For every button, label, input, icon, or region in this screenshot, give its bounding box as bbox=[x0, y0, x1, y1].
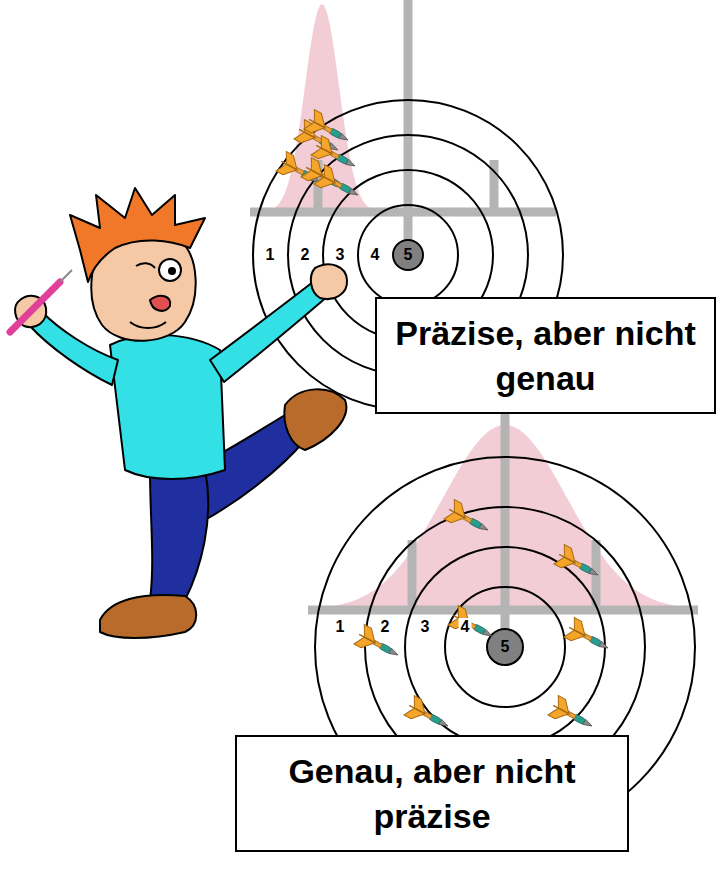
dart-thrower bbox=[10, 188, 347, 638]
axis-line bbox=[404, 0, 413, 244]
ring-number: 3 bbox=[419, 618, 432, 636]
ring-number: 3 bbox=[334, 246, 347, 264]
caption-text: Präzise, aber nicht genau bbox=[377, 311, 714, 399]
ring-number: 5 bbox=[499, 638, 512, 656]
ring-number: 4 bbox=[369, 246, 382, 264]
caption-text: Genau, aber nicht präzise bbox=[237, 749, 627, 837]
ring-number: 1 bbox=[334, 618, 347, 636]
caption-box: Präzise, aber nicht genau bbox=[375, 297, 716, 414]
ring-number: 2 bbox=[379, 618, 392, 636]
ring-number: 1 bbox=[264, 246, 277, 264]
ring-number: 2 bbox=[299, 246, 312, 264]
ring-number: 4 bbox=[459, 618, 472, 636]
ring-number: 5 bbox=[402, 246, 415, 264]
bullseye bbox=[487, 629, 523, 665]
darts bbox=[276, 110, 363, 205]
bullseye bbox=[393, 240, 423, 270]
axis-line bbox=[501, 408, 510, 632]
caption-box: Genau, aber nicht präzise bbox=[235, 735, 629, 852]
darts bbox=[354, 500, 613, 736]
